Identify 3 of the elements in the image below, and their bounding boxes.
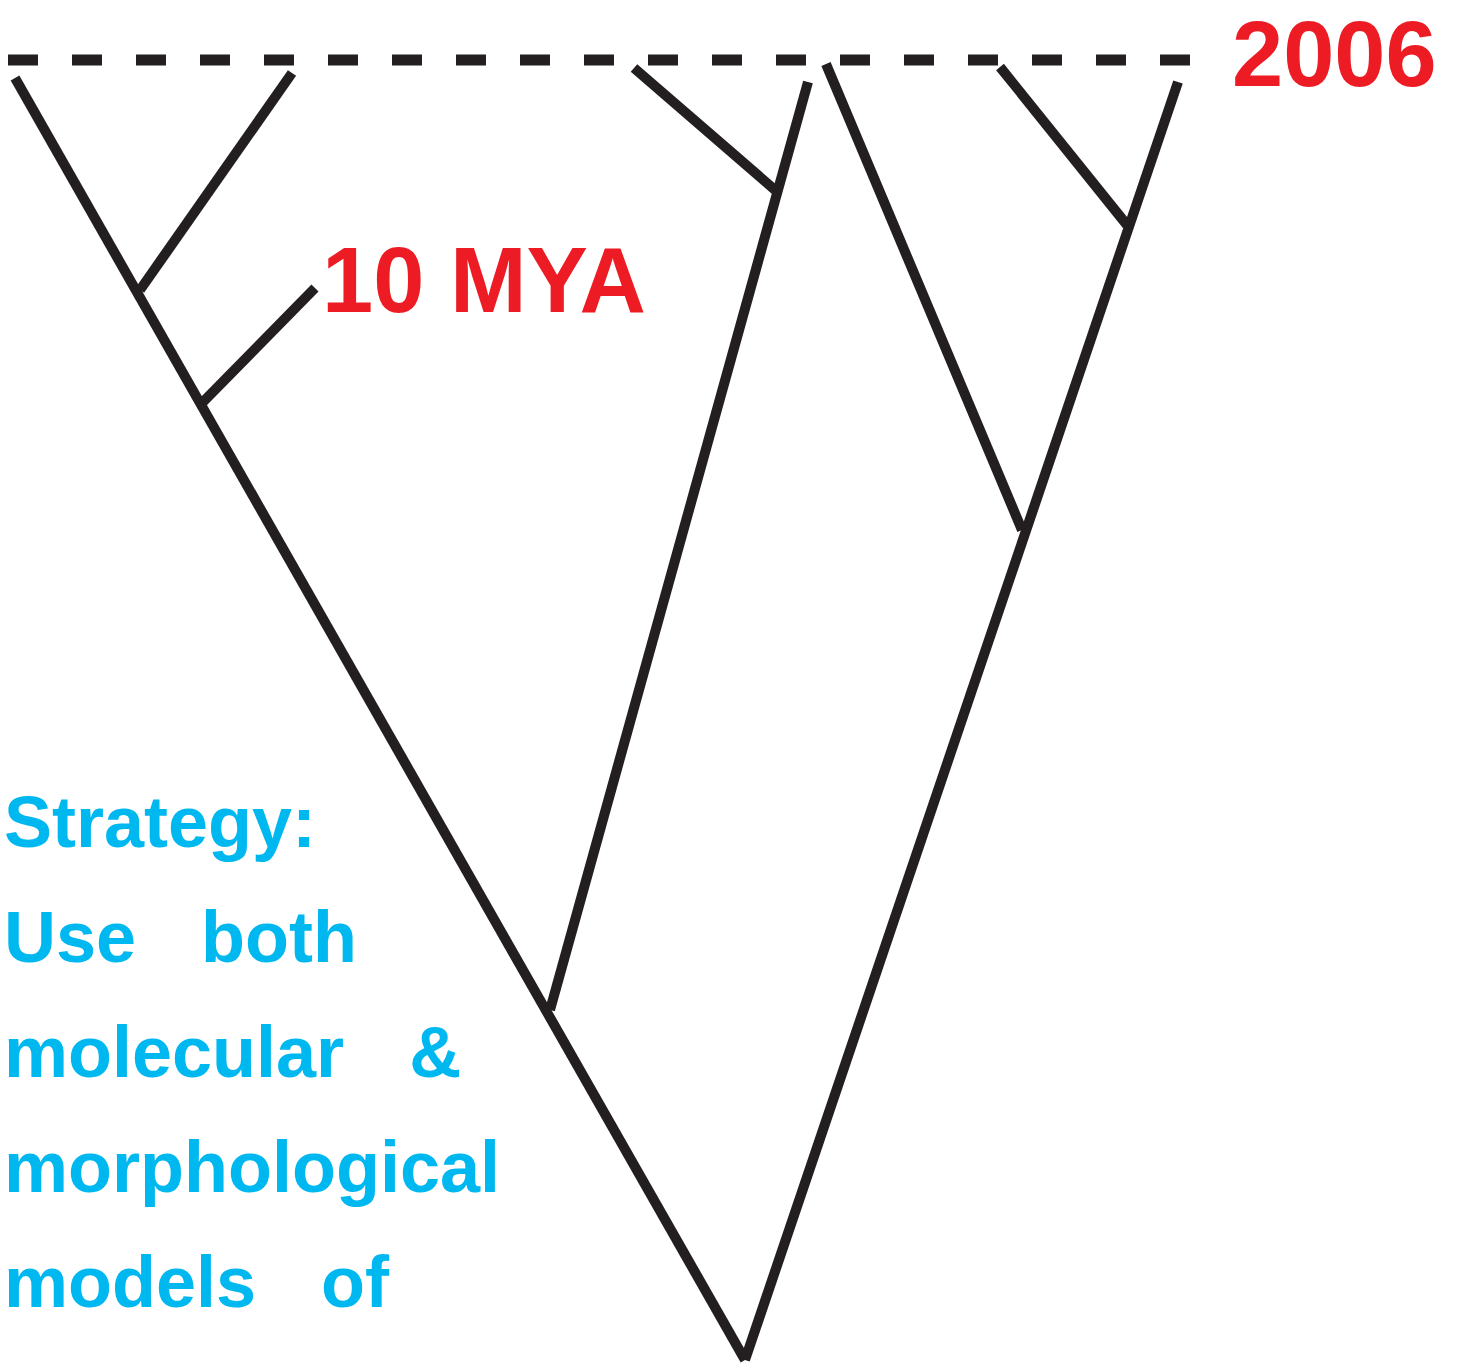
time-label: 10 MYA [322, 230, 646, 332]
year-label: 2006 [1232, 4, 1437, 106]
strategy-note: Strategy: Use both molecular & morphological models of [4, 781, 502, 1324]
